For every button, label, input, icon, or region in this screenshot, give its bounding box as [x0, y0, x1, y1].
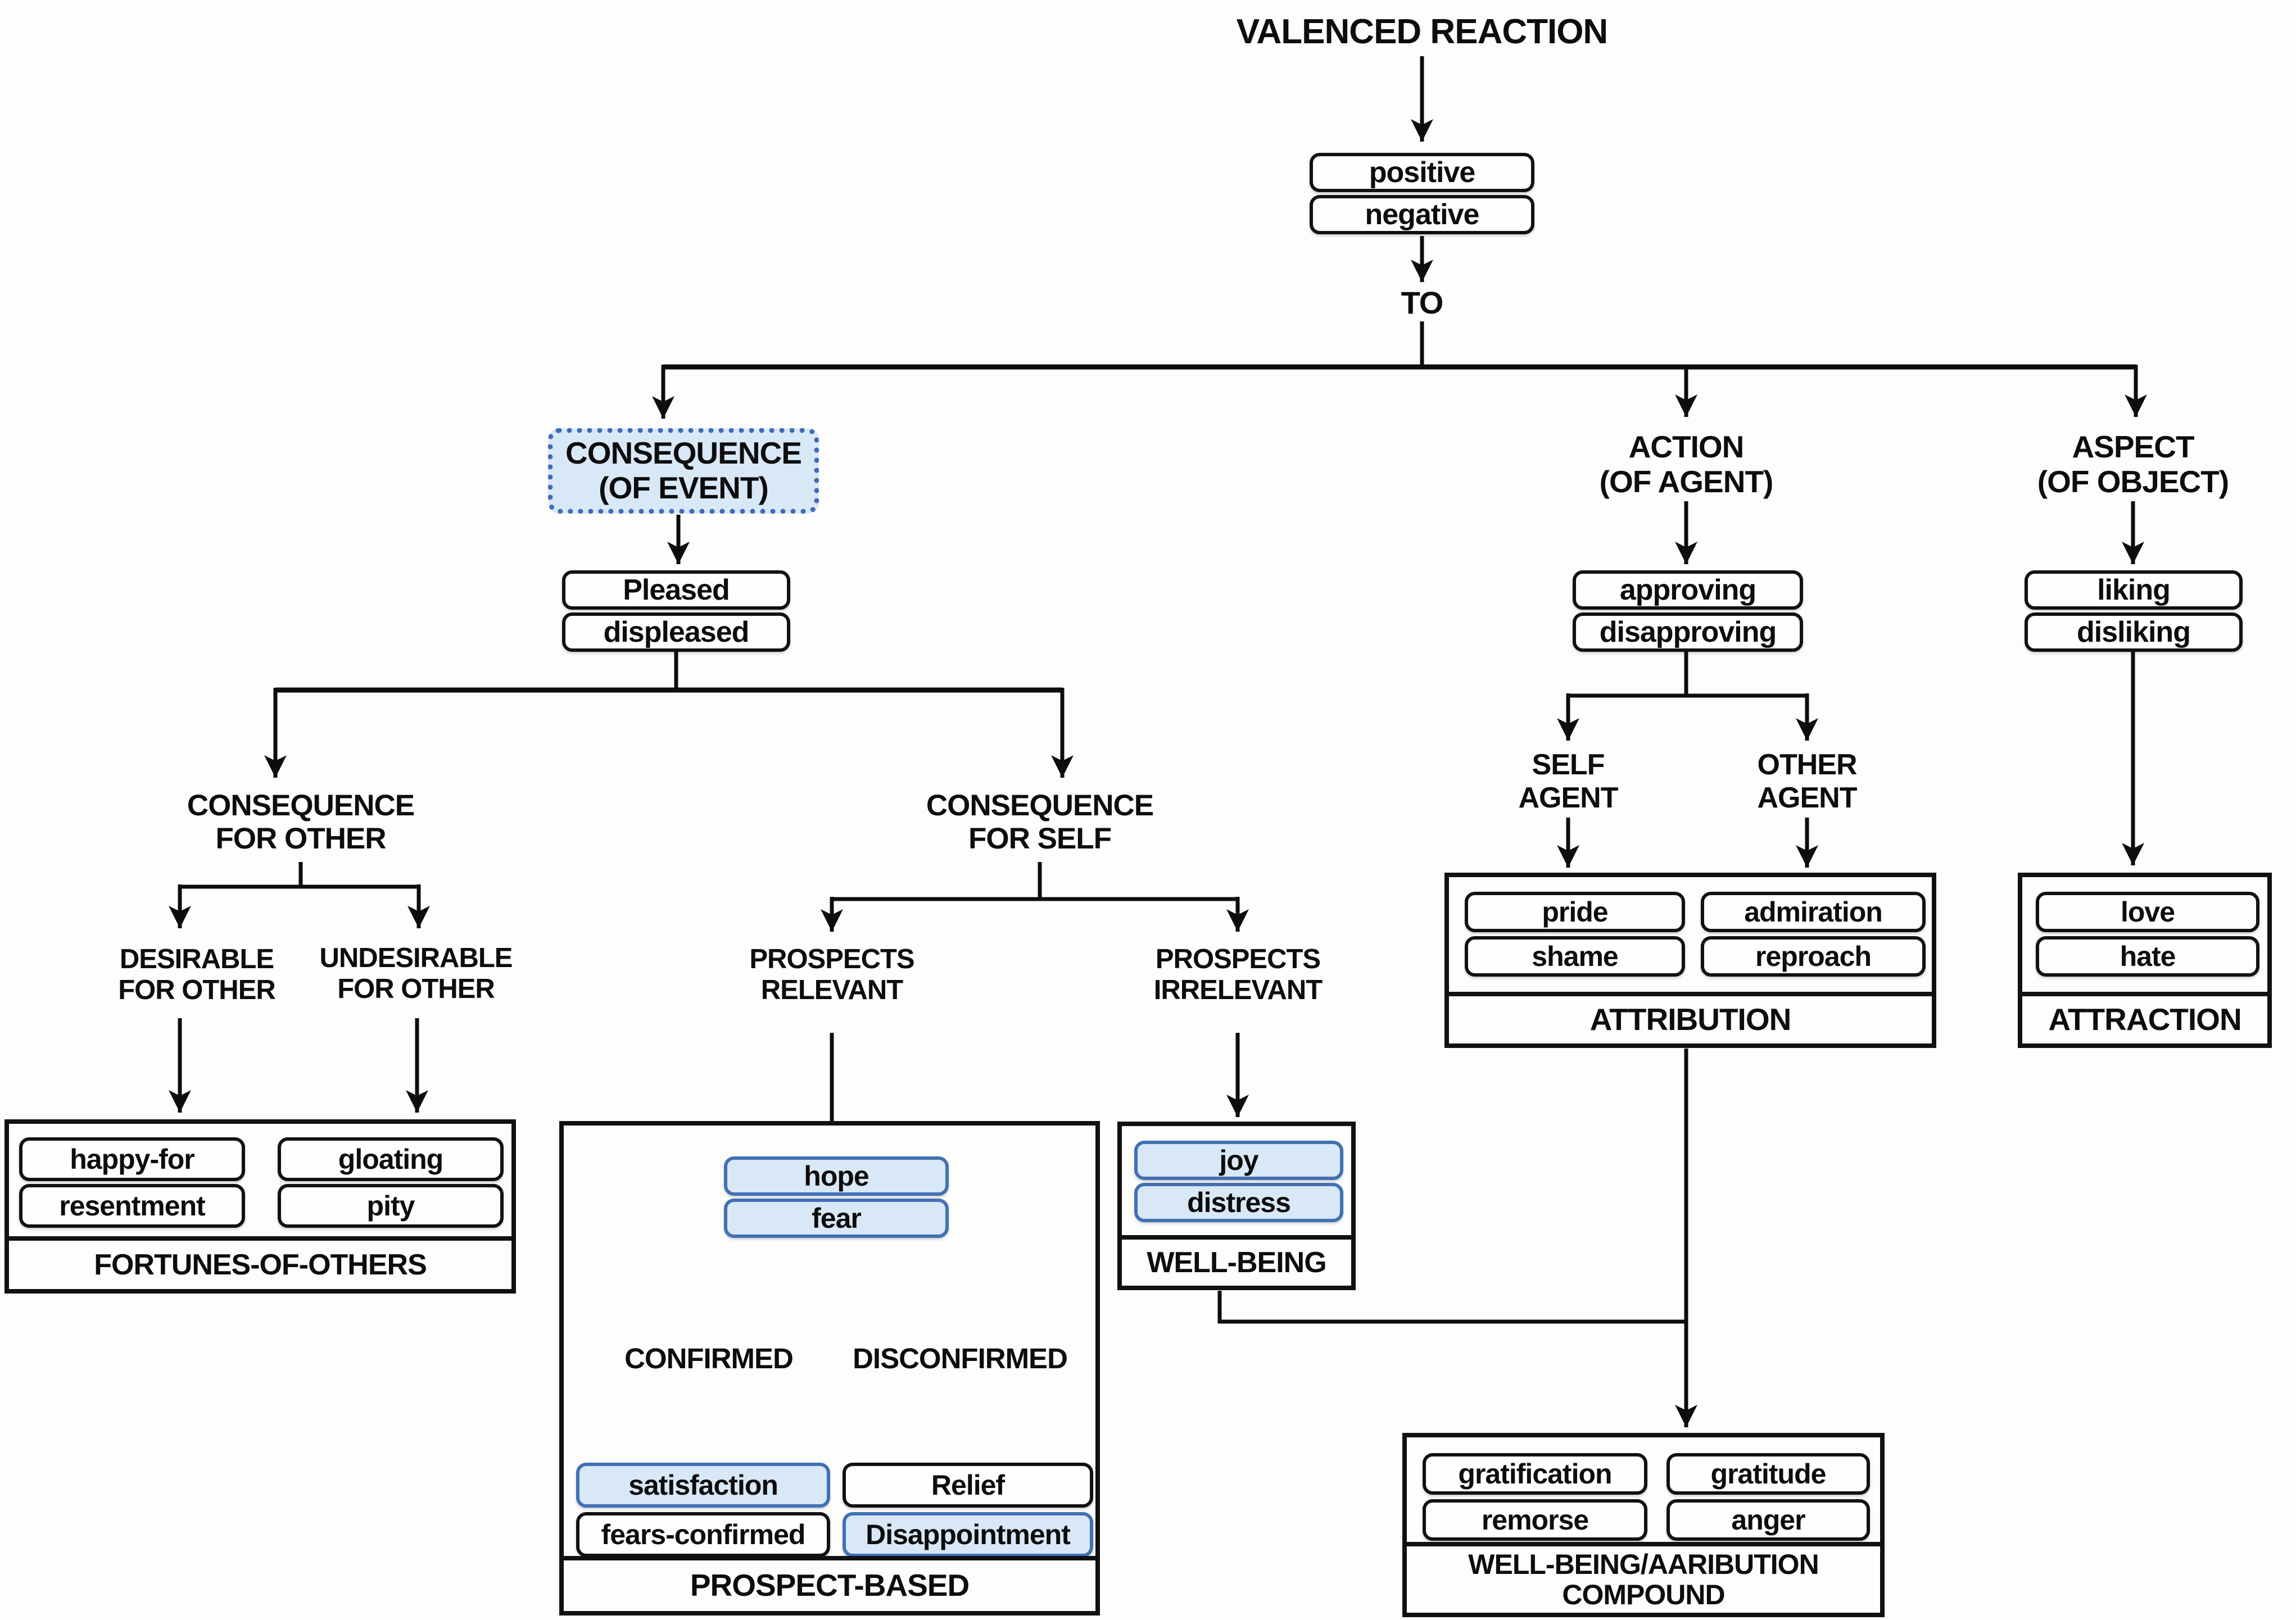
aspect-line1: ASPECT	[2072, 429, 2194, 465]
desirable-line1: DESIRABLE	[119, 943, 274, 974]
for-other-line1: CONSEQUENCE	[187, 788, 415, 822]
group-fortunes-of-others: happy-for resentment gloating pity FORTU…	[4, 1119, 516, 1294]
node-relief: Relief	[843, 1463, 1093, 1508]
action-line1: ACTION	[1628, 429, 1745, 465]
node-fear: fear	[724, 1199, 949, 1238]
node-reproach: reproach	[1701, 936, 1926, 977]
approving-stack: approving disapproving	[1573, 570, 1803, 652]
other-agent-line2: AGENT	[1757, 781, 1858, 814]
joy-distress-stack: joy distress	[1134, 1141, 1343, 1222]
prospect-col1: satisfaction fears-confirmed	[576, 1463, 830, 1557]
desirable-line2: FOR OTHER	[118, 974, 276, 1005]
node-remorse: remorse	[1423, 1499, 1647, 1541]
header-consequence-for-self: CONSEQUENCE FOR SELF	[885, 786, 1194, 859]
aspect-line2: (OF OBJECT)	[2037, 464, 2229, 499]
attribution-col2: admiration reproach	[1701, 892, 1926, 977]
node-gratitude: gratitude	[1666, 1453, 1870, 1495]
prospect-col2: Relief Disappointment	[843, 1463, 1093, 1557]
node-satisfaction: satisfaction	[576, 1463, 830, 1508]
line-wellbeing-to-junction	[1217, 1291, 1686, 1324]
compound-label-line1: WELL-BEING/AARIBUTION	[1468, 1549, 1819, 1580]
node-displeased: displeased	[562, 612, 790, 652]
node-shame: shame	[1465, 936, 1685, 977]
prospects-irrelevant-line1: PROSPECTS	[1155, 943, 1321, 974]
node-gloating: gloating	[278, 1137, 504, 1181]
consequence-of-event-line2: (OF EVENT)	[599, 470, 769, 505]
group-attraction: love hate ATTRACTION	[2018, 873, 2272, 1048]
consequence-of-event-line1: CONSEQUENCE	[565, 435, 802, 471]
node-anger: anger	[1666, 1499, 1870, 1541]
node-disliking: disliking	[2025, 612, 2243, 652]
label-prospects-relevant: PROSPECTS RELEVANT	[714, 940, 950, 1010]
compound-col2: gratitude anger	[1666, 1453, 1870, 1541]
self-agent-line1: SELF	[1532, 748, 1605, 782]
node-negative: negative	[1310, 195, 1534, 234]
prospects-irrelevant-line2: IRRELEVANT	[1153, 974, 1323, 1005]
compound-label-line2: COMPOUND	[1562, 1579, 1725, 1610]
node-hope: hope	[724, 1156, 949, 1196]
group-prospect-based: hope fear CONFIRMED DISCONFIRMED satisfa…	[559, 1121, 1100, 1616]
node-fears-confirmed: fears-confirmed	[576, 1512, 830, 1557]
for-self-line2: FOR SELF	[968, 822, 1112, 855]
hope-fear-stack: hope fear	[724, 1156, 949, 1238]
node-consequence-of-event: CONSEQUENCE (OF EVENT)	[548, 428, 819, 514]
group-attribution: pride shame admiration reproach ATTRIBUT…	[1444, 873, 1936, 1048]
node-joy: joy	[1134, 1141, 1343, 1180]
label-desirable-for-other: DESIRABLE FOR OTHER	[73, 940, 320, 1010]
for-self-line1: CONSEQUENCE	[926, 788, 1154, 822]
group-well-being: joy distress WELL-BEING	[1117, 1122, 1356, 1290]
label-disconfirmed: DISCONFIRMED	[853, 1342, 1068, 1375]
well-being-label: WELL-BEING	[1122, 1235, 1351, 1286]
header-action-of-agent: ACTION (OF AGENT)	[1563, 428, 1810, 501]
undesirable-line2: FOR OTHER	[337, 973, 495, 1004]
label-other-agent: OTHER AGENT	[1728, 746, 1886, 816]
node-positive: positive	[1310, 153, 1534, 192]
other-agent-line1: OTHER	[1757, 748, 1858, 782]
node-distress: distress	[1134, 1183, 1343, 1222]
node-hate: hate	[2036, 936, 2259, 977]
label-undesirable-for-other: UNDESIRABLE FOR OTHER	[295, 938, 537, 1009]
label-prospects-irrelevant: PROSPECTS IRRELEVANT	[1118, 940, 1357, 1010]
node-resentment: resentment	[19, 1184, 245, 1228]
to-label: TO	[1401, 284, 1444, 320]
label-self-agent: SELF AGENT	[1489, 746, 1647, 816]
node-approving: approving	[1573, 570, 1803, 610]
liking-stack: liking disliking	[2025, 570, 2243, 652]
attraction-col: love hate	[2036, 892, 2259, 977]
node-disappointment: Disappointment	[843, 1512, 1093, 1557]
node-happy-for: happy-for	[19, 1137, 245, 1181]
prospects-relevant-line2: RELEVANT	[760, 974, 903, 1005]
node-gratification: gratification	[1423, 1453, 1647, 1495]
action-line2: (OF AGENT)	[1599, 464, 1774, 499]
fortunes-col2: gloating pity	[278, 1137, 504, 1228]
attribution-label: ATTRIBUTION	[1449, 992, 1932, 1043]
header-aspect-of-object: ASPECT (OF OBJECT)	[2009, 428, 2257, 501]
node-pleased: Pleased	[562, 570, 790, 610]
node-admiration: admiration	[1701, 892, 1926, 932]
node-love: love	[2036, 892, 2259, 932]
header-consequence-for-other: CONSEQUENCE FOR OTHER	[146, 786, 455, 859]
valence-stack: positive negative	[1310, 153, 1534, 234]
diagram-title: VALENCED REACTION	[1236, 12, 1608, 52]
for-other-line2: FOR OTHER	[215, 822, 386, 855]
compound-col1: gratification remorse	[1423, 1453, 1647, 1541]
self-agent-line2: AGENT	[1518, 781, 1619, 814]
prospects-relevant-line1: PROSPECTS	[749, 943, 914, 974]
node-disapproving: disapproving	[1573, 612, 1803, 652]
fortunes-of-others-label: FORTUNES-OF-OTHERS	[9, 1236, 511, 1289]
undesirable-line1: UNDESIRABLE	[319, 942, 513, 973]
compound-label: WELL-BEING/AARIBUTION COMPOUND	[1407, 1542, 1880, 1613]
pleased-stack: Pleased displeased	[562, 570, 790, 652]
node-pity: pity	[278, 1184, 504, 1228]
node-liking: liking	[2025, 570, 2243, 610]
group-wellbeing-attribution-compound: gratification remorse gratitude anger WE…	[1402, 1433, 1885, 1617]
attraction-label: ATTRACTION	[2022, 992, 2267, 1043]
prospect-based-label: PROSPECT-BASED	[564, 1556, 1095, 1611]
attribution-col1: pride shame	[1465, 892, 1685, 977]
fortunes-col1: happy-for resentment	[19, 1137, 245, 1228]
label-confirmed: CONFIRMED	[624, 1342, 794, 1375]
node-pride: pride	[1465, 892, 1685, 932]
